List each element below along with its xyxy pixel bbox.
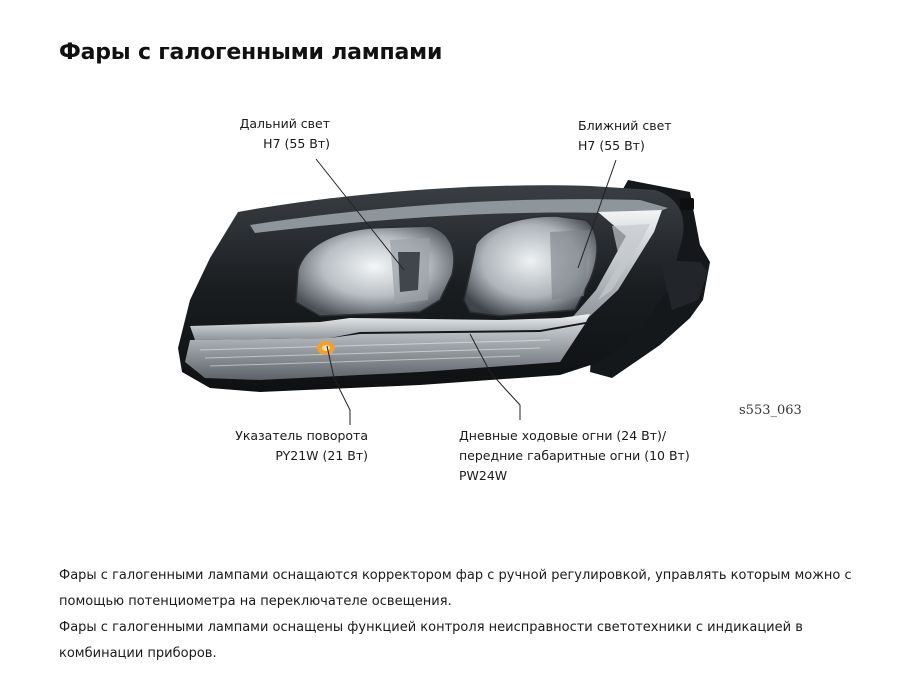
lower-lens-strip	[185, 324, 585, 380]
turn-signal-leader	[326, 345, 351, 425]
low-beam-bulb: H7 (55 Вт)	[578, 138, 645, 153]
drl-callout: Дневные ходовые огни (24 Вт)/ передние г…	[459, 426, 690, 486]
figure-id: s553_063	[739, 403, 802, 418]
mounting-bracket	[660, 260, 708, 310]
low-beam-leader	[577, 159, 617, 269]
drl-light-guide	[190, 314, 590, 340]
page-title: Фары с галогенными лампами	[59, 40, 443, 65]
description-paragraph-2: Фары с галогенными лампами оснащены функ…	[59, 620, 803, 661]
chrome-top-rim	[250, 199, 668, 233]
high-beam-bulb: H7 (55 Вт)	[263, 136, 330, 151]
drl-leader	[469, 333, 521, 420]
low-beam-label: Ближний свет	[578, 118, 672, 133]
high-beam-callout: Дальний свет H7 (55 Вт)	[232, 114, 330, 154]
description: Фары с галогенными лампами оснащаются ко…	[59, 563, 859, 667]
turn-signal-callout: Указатель поворота PY21W (21 Вт)	[228, 426, 368, 466]
low-beam-callout: Ближний свет H7 (55 Вт)	[578, 116, 672, 156]
high-beam-label: Дальний свет	[239, 116, 330, 131]
drl-label: Дневные ходовые огни (24 Вт)/	[459, 428, 667, 443]
description-paragraph-1: Фары с галогенными лампами оснащаются ко…	[59, 568, 852, 609]
turn-signal-label: Указатель поворота	[235, 428, 368, 443]
turn-signal-bulb: PY21W (21 Вт)	[275, 448, 368, 463]
drl-bulb: PW24W	[459, 468, 508, 483]
high-beam-leader	[315, 158, 405, 271]
position-light-label: передние габаритные огни (10 Вт)	[459, 448, 690, 463]
mounting-tab	[680, 198, 694, 210]
